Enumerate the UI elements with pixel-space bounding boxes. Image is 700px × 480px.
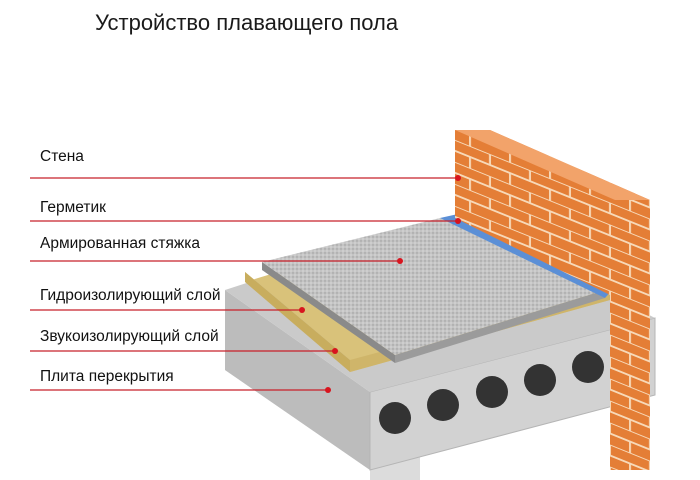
label-sound-insulation-layer: Звукоизолирующий слой bbox=[40, 328, 219, 346]
slab-hole bbox=[427, 389, 459, 421]
label-floor-slab: Плита перекрытия bbox=[40, 368, 174, 386]
leader-lines bbox=[30, 175, 461, 393]
sealant-strip bbox=[440, 214, 612, 298]
label-waterproofing-layer: Гидроизолирующий слой bbox=[40, 287, 221, 305]
slab-hole bbox=[379, 402, 411, 434]
label-reinforced-screed: Армированная стяжка bbox=[40, 235, 200, 253]
label-wall: Стена bbox=[40, 148, 84, 166]
slab-hole bbox=[524, 364, 556, 396]
diagram-title: Устройство плавающего пола bbox=[95, 10, 399, 35]
label-sealant: Герметик bbox=[40, 199, 106, 217]
slab-hole bbox=[572, 351, 604, 383]
slab-hole bbox=[476, 376, 508, 408]
reinforced-screed bbox=[262, 218, 605, 363]
brick-wall bbox=[455, 130, 650, 470]
